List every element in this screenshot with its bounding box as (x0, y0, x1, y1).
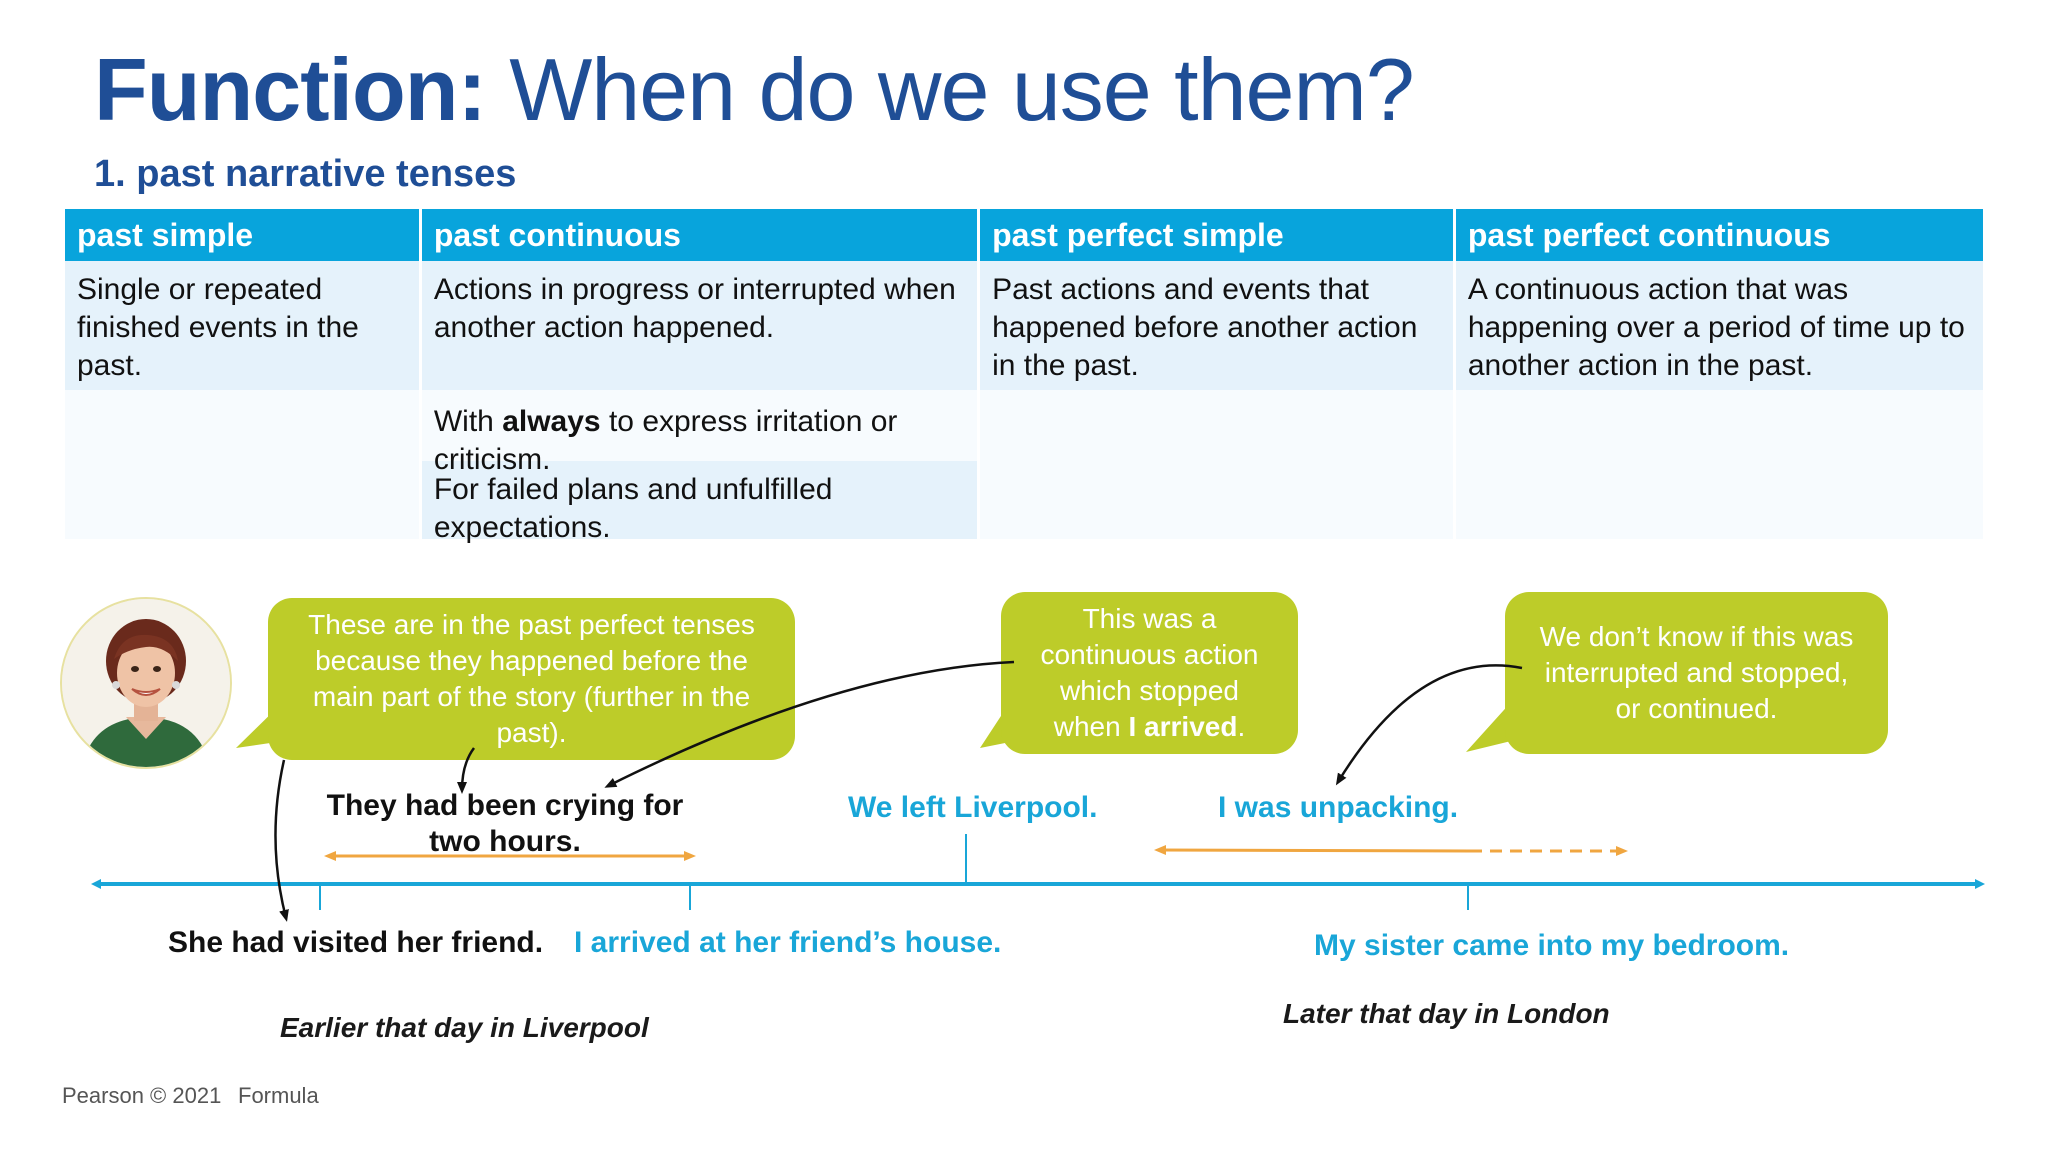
cell-empty-1 (65, 390, 419, 539)
continuous-stopped-bubble: This was a continuous action which stopp… (1001, 592, 1298, 754)
arrow-to-visited (274, 759, 289, 922)
label-sister: My sister came into my bedroom. (1314, 929, 1790, 962)
unpacking-range-solid (1154, 845, 1471, 856)
continuous-stopped-before: This was a continuous action which stopp… (1040, 603, 1259, 742)
always-note-bold: always (502, 405, 601, 438)
arrow-to-crying (457, 747, 476, 794)
page-subtitle: 1. past narrative tenses (94, 153, 517, 195)
header-past-perfect-continuous: past perfect continuous (1455, 209, 1983, 261)
unknown-bubble-text: We don’t know if this was interrupted an… (1539, 621, 1854, 724)
label-later: Later that day in London (1283, 998, 1610, 1029)
header-past-continuous: past continuous (421, 209, 978, 261)
cell-past-continuous-use: Actions in progress or interrupted when … (421, 261, 978, 390)
cell-past-perfect-continuous-use: A continuous action that was happening o… (1455, 261, 1983, 390)
header-past-simple: past simple (65, 209, 419, 261)
cell-empty-4 (1455, 390, 1983, 539)
label-visited: She had visited her friend. (168, 926, 544, 959)
arrow-continuous-to-crying (604, 660, 1015, 788)
tenses-table: past simple past continuous past perfect… (62, 209, 1986, 544)
label-unpacking: I was unpacking. (1218, 791, 1459, 824)
footer-brand: Pearson © 2021 (62, 1083, 222, 1108)
label-arrived: I arrived at her friend’s house. (574, 926, 1002, 959)
label-earlier: Earlier that day in Liverpool (280, 1012, 649, 1043)
footer-product: Formula (238, 1083, 319, 1108)
unknown-bubble: We don’t know if this was interrupted an… (1505, 592, 1888, 754)
continuous-stopped-bold: I arrived (1128, 711, 1238, 742)
title-rest: When do we use them? (485, 40, 1415, 139)
perfect-tenses-bubble: These are in the past perfect tenses bec… (268, 598, 795, 760)
label-crying: They had been crying for two hours. (326, 789, 684, 858)
title-bold: Function: (94, 40, 487, 139)
perfect-tenses-bubble-text: These are in the past perfect tenses bec… (308, 609, 755, 748)
woman-portrait-icon (62, 599, 230, 767)
continuous-stopped-after: . (1237, 711, 1246, 742)
label-left-liverpool: We left Liverpool. (848, 791, 1098, 824)
cell-empty-3 (980, 390, 1453, 539)
failed-plans-note: For failed plans and unfulfilled expecta… (421, 461, 978, 544)
arrow-unknown-to-unpacking (1335, 664, 1523, 786)
teacher-avatar (60, 597, 232, 769)
always-note-before: With (433, 405, 503, 438)
cell-past-continuous-extra: With always to express irritation or cri… (421, 390, 978, 544)
cell-past-perfect-simple-use: Past actions and events that happened be… (980, 261, 1453, 390)
continuous-stopped-bubble-text: This was a continuous action which stopp… (1025, 601, 1274, 745)
header-past-perfect-simple: past perfect simple (980, 209, 1453, 261)
page-title: Function: When do we use them? (94, 38, 1415, 142)
cell-past-simple-use: Single or repeated finished events in th… (65, 261, 419, 390)
